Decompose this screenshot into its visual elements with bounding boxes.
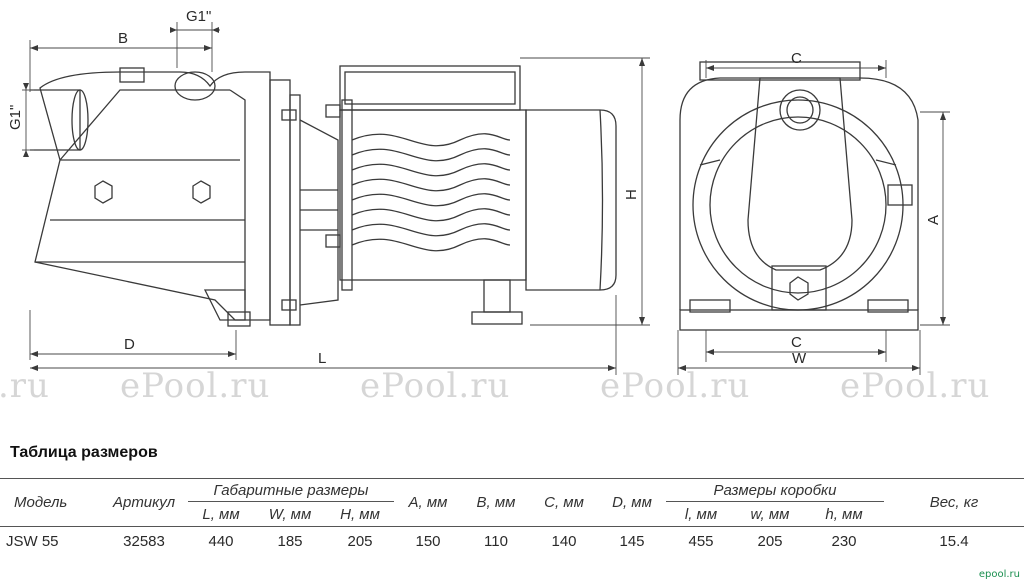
cell-weight: 15.4 — [884, 526, 1024, 555]
site-logo: epool.ru — [978, 569, 1020, 580]
pump-dimension-drawing: B G1" G1" D L H A C C W — [7, 8, 950, 375]
cell-c: 140 — [530, 526, 598, 555]
header-b: B, мм — [462, 478, 530, 527]
dim-label-w: W — [792, 350, 807, 367]
cell-h: 205 — [326, 526, 394, 555]
cell-box-h: 230 — [804, 526, 884, 555]
watermark-text: ePool.ru — [840, 366, 991, 406]
cell-l: 440 — [188, 526, 254, 555]
dim-label-a: A — [925, 215, 942, 225]
cell-b: 110 — [462, 526, 530, 555]
header-d: D, мм — [598, 478, 666, 527]
pump-head-side-view — [30, 67, 271, 327]
dim-label-g1-top: G1" — [186, 8, 211, 25]
header-overall-group: Габаритные размеры — [188, 478, 394, 502]
header-c: C, мм — [530, 478, 598, 527]
cell-box-l: 455 — [666, 526, 736, 555]
dimensions-table: Модель Артикул Габаритные размеры A, мм … — [0, 478, 1024, 555]
watermark-text: ePool.ru — [120, 366, 271, 406]
header-w-box: w, мм — [750, 505, 790, 523]
dim-label-d: D — [124, 336, 135, 353]
watermark-text: .ru — [0, 366, 50, 406]
header-h-overall: H, мм — [340, 505, 380, 523]
header-h-box: h, мм — [825, 505, 863, 523]
dim-label-c-top: C — [791, 50, 802, 67]
cell-article: 32583 — [100, 526, 188, 555]
cell-model: JSW 55 — [0, 526, 100, 555]
watermark-text: ePool.ru — [600, 366, 751, 406]
header-a: A, мм — [394, 478, 462, 527]
pump-flange — [269, 79, 341, 326]
header-article: Артикул — [100, 478, 188, 527]
pump-front-view — [679, 61, 919, 331]
header-l-box: l, мм — [684, 505, 718, 523]
header-box-group: Размеры коробки — [666, 478, 884, 502]
dim-label-b: B — [118, 30, 128, 47]
cell-a: 150 — [394, 526, 462, 555]
cell-d: 145 — [598, 526, 666, 555]
dim-label-h: H — [623, 189, 640, 200]
dim-label-l: L — [318, 350, 326, 367]
table-title: Таблица размеров — [10, 444, 158, 461]
cell-box-w: 205 — [736, 526, 804, 555]
header-weight: Вес, кг — [884, 478, 1024, 527]
header-model: Модель — [0, 478, 100, 527]
watermark-text: ePool.ru — [360, 366, 511, 406]
header-w-overall: W, мм — [268, 505, 312, 523]
cell-w: 185 — [254, 526, 326, 555]
header-l-overall: L, мм — [202, 505, 240, 523]
dim-label-g1-side: G1" — [7, 105, 24, 130]
table-row: JSW 55 32583 440 185 205 150 110 140 145… — [0, 526, 1024, 555]
dim-label-c-bottom: C — [791, 334, 802, 351]
motor-side-view — [339, 65, 617, 325]
